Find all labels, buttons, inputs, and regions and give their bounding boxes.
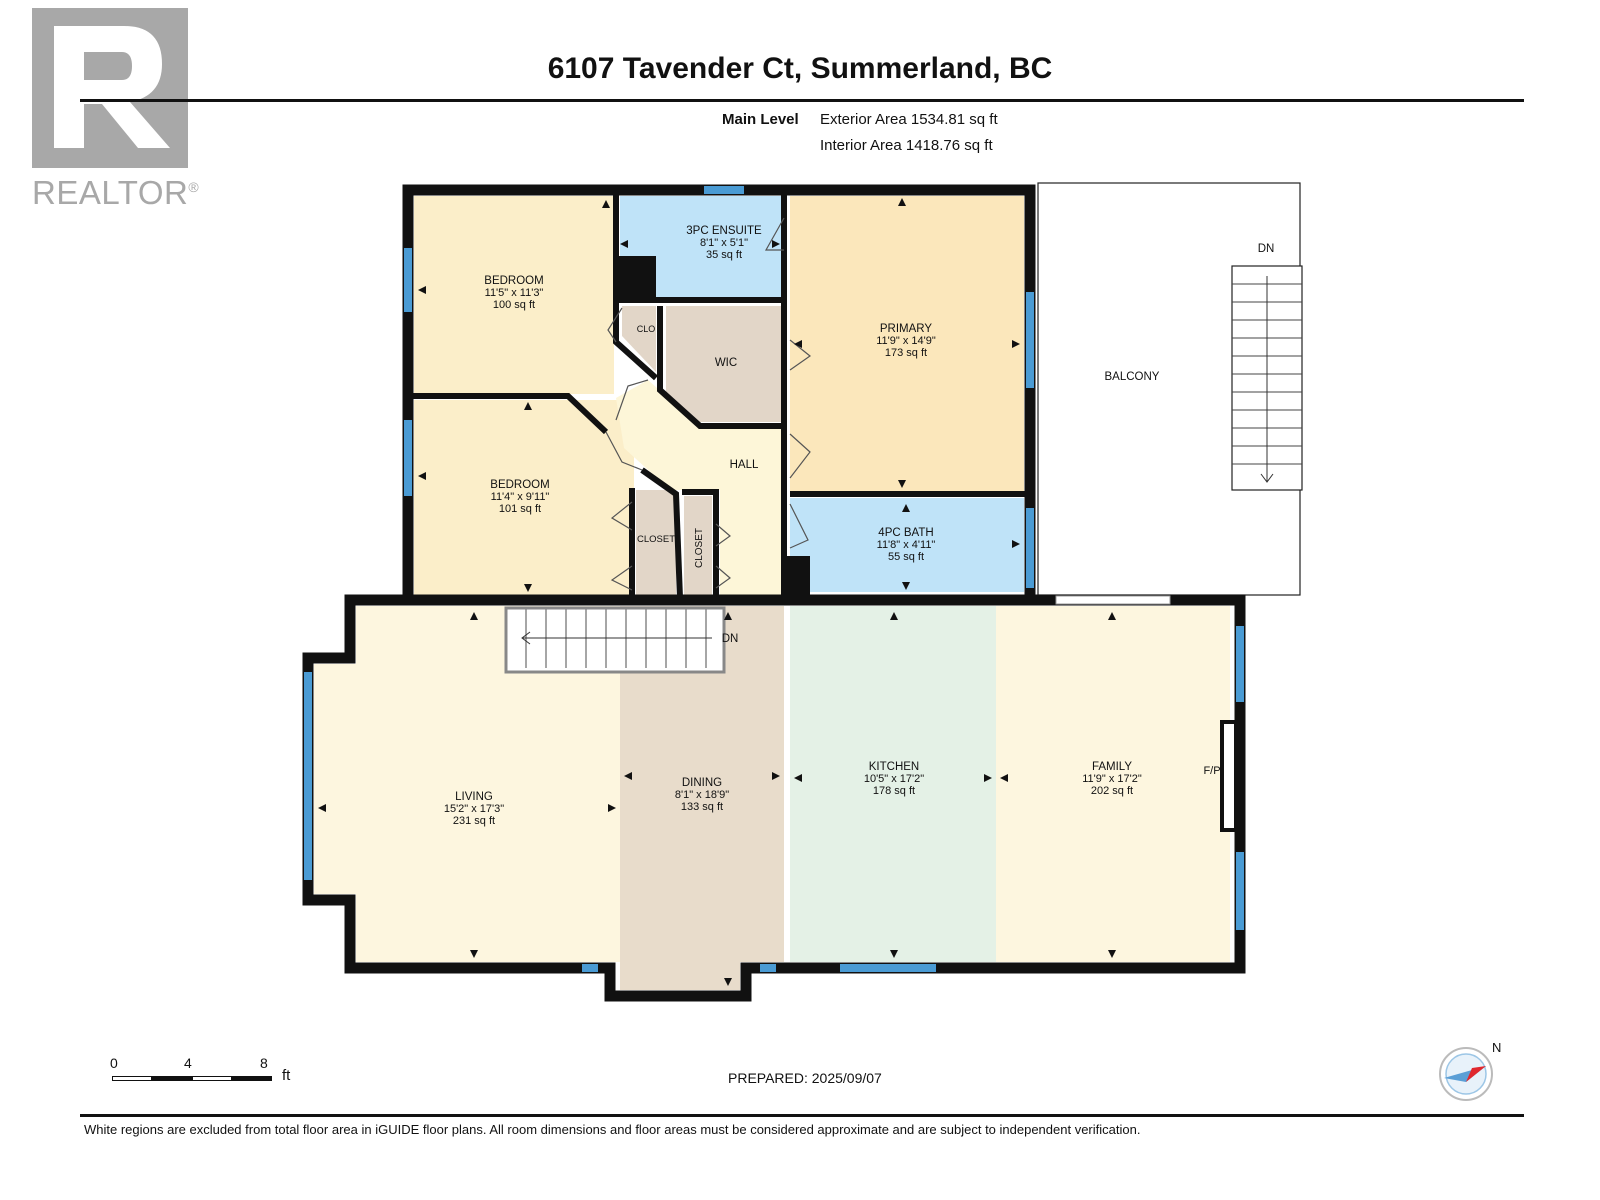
closet-1-fill	[636, 490, 676, 596]
ensuite-name: 3PC ENSUITE	[686, 225, 762, 237]
page-title: 6107 Tavender Ct, Summerland, BC	[547, 52, 1053, 85]
living-area: 231 sq ft	[453, 815, 495, 827]
scale-label-4: 4	[184, 1055, 192, 1071]
dining-dims: 8'1" x 18'9"	[675, 789, 729, 801]
wic-fill	[666, 306, 784, 422]
bedroom-1-fill	[414, 196, 614, 394]
scale-segment-4	[232, 1076, 272, 1081]
ensuite-column	[616, 256, 656, 300]
living-dims: 15'2" x 17'3"	[444, 803, 504, 815]
room-label-ensuite: 3PC ENSUITE 8'1" x 5'1" 35 sq ft	[686, 225, 762, 261]
bath-name: 4PC BATH	[878, 527, 933, 539]
bedroom-2-fill	[414, 400, 634, 596]
clo-name: CLO	[637, 324, 656, 334]
scale-label-8: 8	[260, 1055, 268, 1071]
ensuite-area: 35 sq ft	[706, 249, 742, 261]
family-dims: 11'9" x 17'2"	[1082, 773, 1142, 785]
scale-segment-1	[112, 1076, 152, 1081]
dining-fill	[620, 606, 784, 990]
closet-1-name: CLOSET	[637, 534, 675, 545]
room-label-bedroom-1: BEDROOM 11'5" x 11'3" 100 sq ft	[484, 275, 543, 311]
bath-dims: 11'8" x 4'11"	[877, 539, 936, 551]
bedroom-2-dims: 11'4" x 9'11"	[491, 491, 550, 503]
fireplace-label: F/P	[1203, 765, 1220, 777]
room-label-bath: 4PC BATH 11'8" x 4'11" 55 sq ft	[877, 527, 936, 563]
balcony-stairs	[1231, 265, 1303, 491]
level-name: Main Level	[722, 111, 799, 128]
kitchen-fill	[790, 606, 996, 962]
dining-name: DINING	[682, 777, 722, 789]
realtor-logo: REALTOR®	[32, 8, 204, 211]
primary-name: PRIMARY	[880, 323, 933, 335]
living-fill	[314, 606, 620, 962]
dimension-markers	[318, 198, 1116, 986]
room-label-living: LIVING 15'2" x 17'3" 231 sq ft	[444, 791, 504, 827]
main-stair-dn: DN	[722, 633, 739, 645]
compass-label: N	[1492, 1040, 1501, 1055]
bedroom-1-name: BEDROOM	[484, 275, 543, 287]
primary-dims: 11'9" x 14'9"	[876, 335, 936, 347]
scale-unit: ft	[282, 1067, 291, 1084]
prepared-date: PREPARED: 2025/09/07	[728, 1070, 882, 1086]
wic-name: WIC	[715, 357, 737, 369]
footnote: White regions are excluded from total fl…	[84, 1122, 1141, 1137]
room-label-bedroom-2: BEDROOM 11'4" x 9'11" 101 sq ft	[490, 479, 549, 515]
realtor-r-icon	[54, 26, 170, 148]
family-fill	[996, 606, 1230, 962]
scale-label-0: 0	[110, 1055, 118, 1071]
compass-icon: N	[1439, 1040, 1501, 1101]
balcony-sliding-door	[1055, 595, 1171, 605]
room-label-kitchen: KITCHEN 10'5" x 17'2" 178 sq ft	[864, 761, 924, 797]
room-label-dining: DINING 8'1" x 18'9" 133 sq ft	[675, 777, 729, 813]
bedroom-1-area: 100 sq ft	[493, 299, 535, 311]
closet-2-name: CLOSET	[694, 528, 705, 568]
balcony-stair-dn: DN	[1258, 243, 1275, 255]
bath-fill	[790, 498, 1024, 592]
family-area: 202 sq ft	[1091, 785, 1133, 797]
realtor-logo-text: REALTOR®	[32, 174, 200, 211]
fireplace-icon	[1220, 720, 1238, 832]
main-stairs	[504, 606, 726, 674]
walls	[302, 184, 1246, 1002]
bath-area: 55 sq ft	[888, 551, 924, 563]
top-divider	[80, 99, 1524, 102]
family-name: FAMILY	[1092, 761, 1132, 773]
bedroom-2-name: BEDROOM	[490, 479, 549, 491]
room-label-family: FAMILY 11'9" x 17'2" 202 sq ft	[1082, 761, 1142, 797]
exterior-area: Exterior Area 1534.81 sq ft	[820, 111, 998, 128]
hall-name: HALL	[730, 459, 759, 471]
living-name: LIVING	[455, 791, 493, 803]
windows	[304, 186, 1244, 972]
ensuite-dims: 8'1" x 5'1"	[700, 237, 748, 249]
scale-bar: 0 4 8 ft	[110, 1055, 310, 1095]
primary-area: 173 sq ft	[885, 347, 927, 359]
kitchen-area: 178 sq ft	[873, 785, 915, 797]
bath-column	[784, 556, 810, 598]
interior-area: Interior Area 1418.76 sq ft	[820, 137, 993, 154]
bedroom-1-dims: 11'5" x 11'3"	[485, 287, 544, 299]
scale-segment-2	[152, 1076, 192, 1081]
bottom-divider	[80, 1114, 1524, 1117]
closet-2-fill	[684, 496, 712, 596]
dining-area: 133 sq ft	[681, 801, 723, 813]
primary-fill	[790, 196, 1024, 492]
scale-segment-3	[192, 1076, 232, 1081]
room-label-primary: PRIMARY 11'9" x 14'9" 173 sq ft	[876, 323, 936, 359]
kitchen-dims: 10'5" x 17'2"	[864, 773, 924, 785]
clo-fill	[622, 306, 656, 372]
kitchen-name: KITCHEN	[869, 761, 919, 773]
balcony-name: BALCONY	[1105, 371, 1160, 383]
bedroom-2-area: 101 sq ft	[499, 503, 541, 515]
